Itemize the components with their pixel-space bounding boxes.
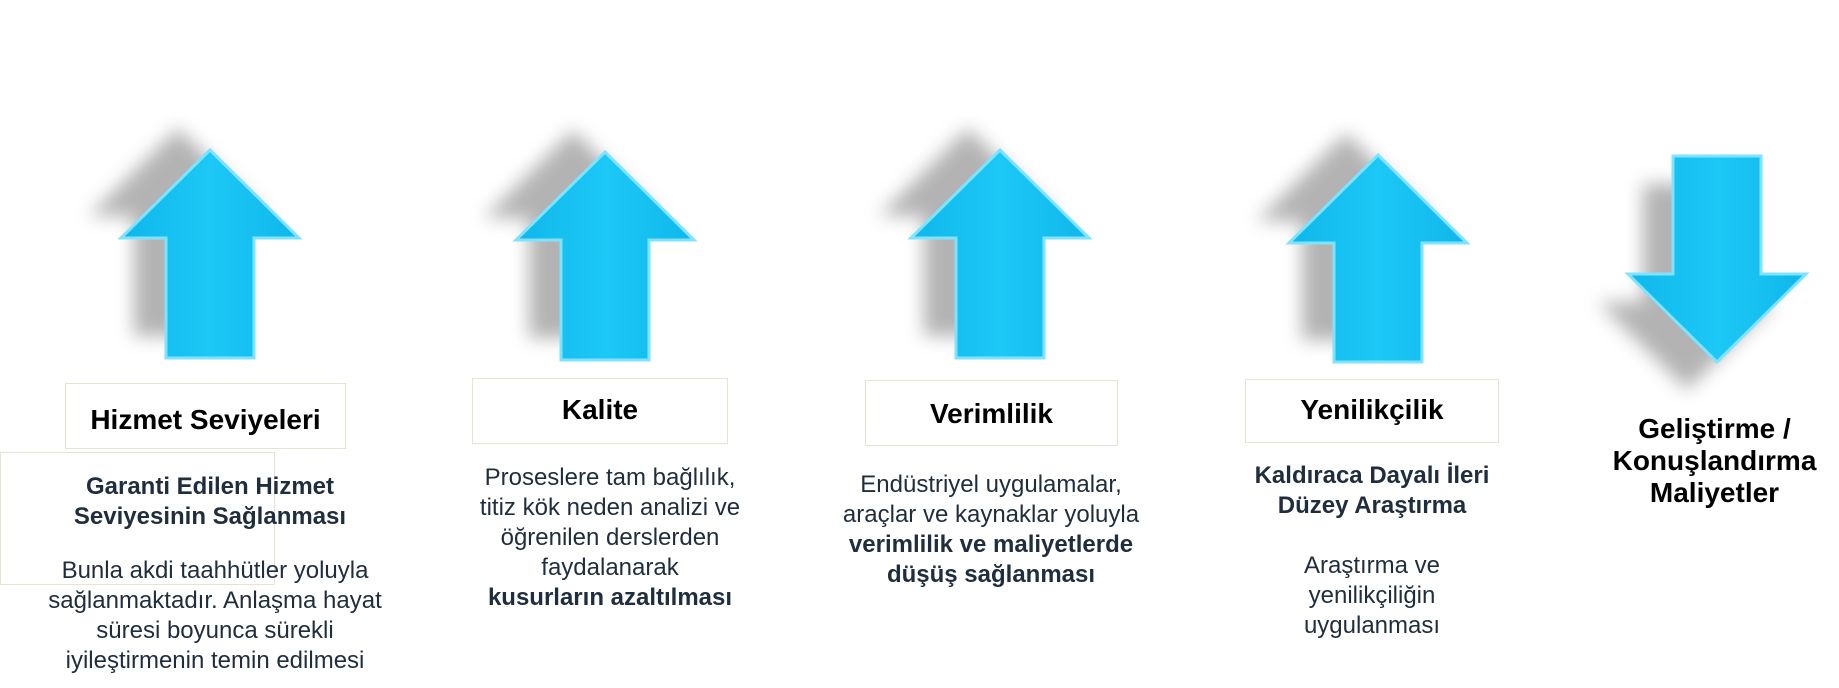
hizmet-seviyeleri-subheading: Garanti Edilen Hizmet Seviyesinin Sağlan… <box>30 472 390 532</box>
hizmet-seviyeleri-title-box <box>65 383 346 449</box>
yenilikcilik-description: Araştırma ve yenilikçiliğin uygulanması <box>1192 551 1552 641</box>
arrow-up-icon <box>117 147 303 360</box>
verimlilik-desc-line: Endüstriyel uygulamalar, <box>860 471 1122 498</box>
verimlilik-heading: Verimlilik <box>930 398 1053 429</box>
hizmet-seviyeleri-desc-line: sağlanmaktadır. Anlaşma hayat <box>48 587 382 614</box>
hizmet-seviyeleri-heading: Hizmet Seviyeleri <box>90 404 321 435</box>
hizmet-seviyeleri-desc-line: Bunla akdi taahhütler yoluyla <box>61 557 369 584</box>
kalite-desc-line: titiz kök neden analizi ve <box>479 494 741 521</box>
yenilikcilik-desc-line: yenilikçiliğin <box>1308 582 1436 609</box>
yenilikcilik-sub-line: Düzey Araştırma <box>1277 492 1467 519</box>
kalite-heading: Kalite <box>561 394 639 425</box>
arrow-up-icon <box>1285 152 1471 364</box>
hizmet-seviyeleri-sub-line: Garanti Edilen Hizmet <box>85 473 335 500</box>
yenilikcilik-title-box <box>1245 379 1499 443</box>
hizmet-seviyeleri-sub-line: Seviyesinin Sağlanması <box>73 503 347 530</box>
verimlilik-description: Endüstriyel uygulamalar, araçlar ve kayn… <box>811 470 1171 590</box>
kalite-title-box <box>472 378 728 444</box>
hizmet-seviyeleri-desc-line: iyileştirmenin temin edilmesi <box>65 647 365 674</box>
verimlilik-title-box <box>865 380 1118 446</box>
hizmet-seviyeleri-desc-line: süresi boyunca sürekli <box>96 617 334 644</box>
kalite-description: Proseslere tam bağlılık, titiz kök neden… <box>430 463 790 613</box>
kalite-desc-bold-line: kusurların azaltılması <box>487 584 733 611</box>
arrow-up-icon <box>512 149 698 362</box>
verimlilik-desc-line: araçlar ve kaynaklar yoluyla <box>842 501 1140 528</box>
gelistirme-heading-line: Geliştirme / <box>1638 413 1791 444</box>
yenilikcilik-heading: Yenilikçilik <box>1300 394 1444 425</box>
verimlilik-desc-bold-line: düşüş sağlanması <box>886 561 1096 588</box>
verimlilik-desc-bold-line: verimlilik ve maliyetlerde <box>848 531 1134 558</box>
gelistirme-maliyetler-heading: Geliştirme / Konuşlandırma Maliyetler <box>1590 413 1839 509</box>
hizmet-seviyeleri-detail-box <box>0 452 275 585</box>
yenilikcilik-desc-line: uygulanması <box>1303 612 1441 639</box>
yenilikcilik-subheading: Kaldıraca Dayalı İleri Düzey Araştırma <box>1192 461 1552 521</box>
arrow-up-icon <box>907 147 1093 360</box>
yenilikcilik-desc-line: Araştırma ve <box>1303 552 1441 579</box>
kalite-desc-line: öğrenilen derslerden <box>500 524 720 551</box>
gelistirme-heading-line: Konuşlandırma <box>1612 445 1817 476</box>
kalite-desc-line: Proseslere tam bağlılık, <box>484 464 736 491</box>
kalite-desc-line: faydalanarak <box>541 554 679 581</box>
gelistirme-heading-line: Maliyetler <box>1649 477 1780 508</box>
yenilikcilik-sub-line: Kaldıraca Dayalı İleri <box>1254 462 1490 489</box>
hizmet-seviyeleri-description: Bunla akdi taahhütler yoluyla sağlanmakt… <box>10 556 420 676</box>
arrow-down-icon <box>1624 154 1810 365</box>
